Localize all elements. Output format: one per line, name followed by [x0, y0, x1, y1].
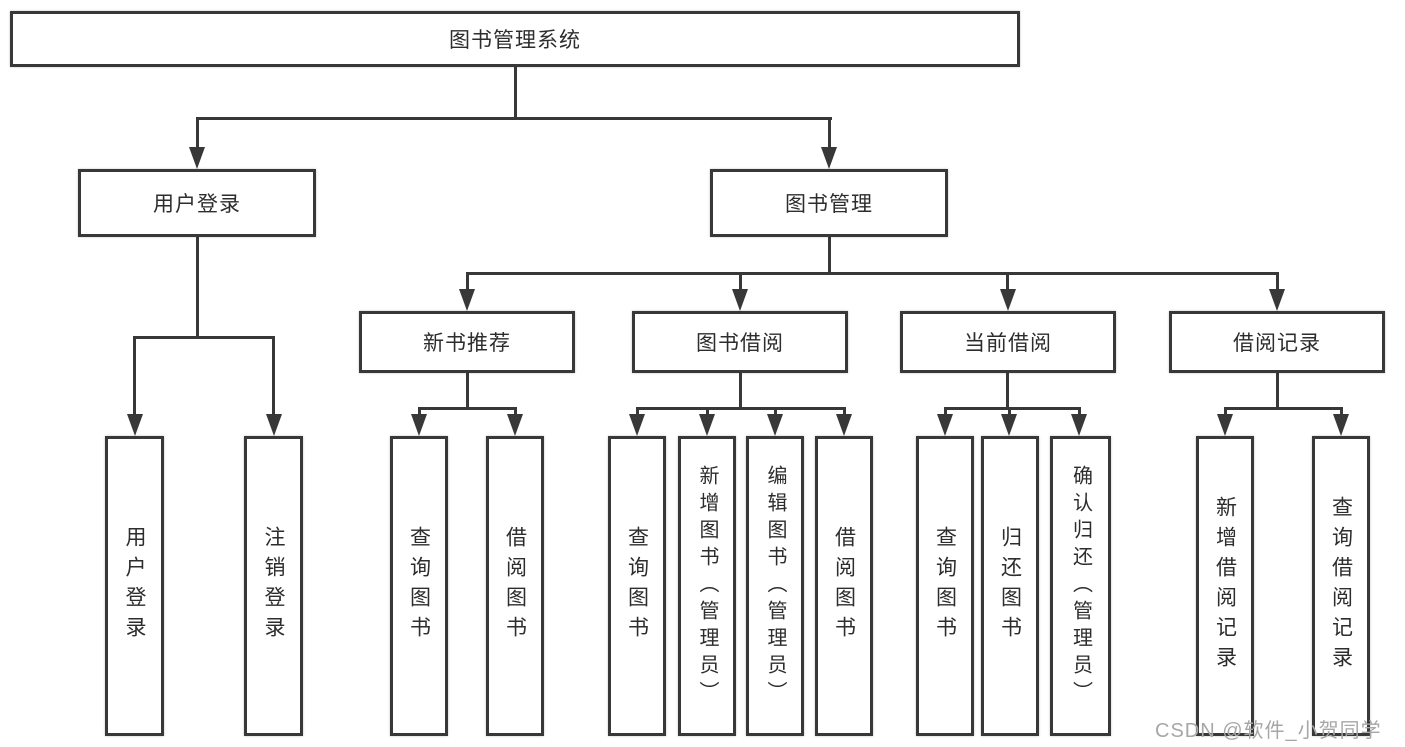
node-new-book-recommend-label: 新书推荐 — [423, 332, 511, 355]
connector-line — [514, 407, 517, 416]
connector-line — [418, 407, 517, 410]
connector-line — [828, 117, 831, 149]
arrow-down-icon — [699, 414, 715, 436]
leaf-add-borrow-record-label: 新增借阅记录 — [1213, 496, 1237, 676]
connector-line — [196, 117, 199, 149]
connector-line — [133, 336, 136, 416]
leaf-user-login: 用户登录 — [105, 436, 164, 736]
connector-line — [843, 407, 846, 416]
arrow-down-icon — [937, 414, 953, 436]
connector-line — [944, 407, 1081, 410]
connector-line — [774, 407, 777, 416]
leaf-user-login-label: 用户登录 — [123, 526, 146, 646]
leaf-logout: 注销登录 — [244, 436, 303, 736]
leaf-borrow-books-1: 借阅图书 — [486, 436, 544, 736]
arrow-down-icon — [732, 289, 748, 311]
arrow-down-icon — [266, 414, 282, 436]
leaf-return-books: 归还图书 — [981, 436, 1039, 736]
node-book-management: 图书管理 — [710, 169, 948, 237]
connector-line — [1008, 407, 1011, 416]
connector-line — [466, 373, 469, 407]
leaf-query-borrow-record-label: 查询借阅记录 — [1329, 496, 1353, 676]
node-root: 图书管理系统 — [10, 11, 1020, 67]
csdn-watermark: CSDN @软件_小贺同学 — [1155, 720, 1382, 742]
arrow-down-icon — [821, 147, 837, 169]
leaf-edit-books-admin-label: 编辑图书（管理员） — [764, 464, 786, 708]
leaf-query-books-3-label: 查询图书 — [933, 526, 957, 646]
connector-line — [739, 373, 742, 407]
arrow-down-icon — [767, 414, 783, 436]
connector-line — [196, 117, 832, 120]
node-book-management-label: 图书管理 — [785, 193, 873, 216]
arrow-down-icon — [1333, 414, 1349, 436]
arrow-down-icon — [189, 147, 205, 169]
leaf-logout-label: 注销登录 — [262, 526, 285, 646]
node-book-borrowing: 图书借阅 — [632, 311, 848, 373]
node-new-book-recommend: 新书推荐 — [359, 311, 575, 373]
arrow-down-icon — [836, 414, 852, 436]
arrow-down-icon — [1001, 414, 1017, 436]
connector-line — [1006, 272, 1009, 291]
connector-line — [133, 336, 275, 339]
connector-line — [1276, 272, 1279, 291]
connector-line — [514, 67, 517, 117]
node-user-login-label: 用户登录 — [153, 193, 241, 216]
arrow-down-icon — [411, 414, 427, 436]
connector-line — [1276, 373, 1279, 407]
leaf-borrow-books-2: 借阅图书 — [815, 436, 873, 736]
node-root-label: 图书管理系统 — [449, 29, 581, 52]
connector-line — [636, 407, 846, 410]
arrow-down-icon — [507, 414, 523, 436]
leaf-add-books-admin: 新增图书（管理员） — [678, 436, 736, 736]
leaf-query-books-2-label: 查询图书 — [625, 526, 649, 646]
leaf-edit-books-admin: 编辑图书（管理员） — [746, 436, 804, 736]
arrow-down-icon — [459, 289, 475, 311]
leaf-query-books-1-label: 查询图书 — [407, 526, 431, 646]
leaf-confirm-return-admin-label: 确认归还（管理员） — [1069, 464, 1092, 708]
arrow-down-icon — [1217, 414, 1233, 436]
leaf-borrow-books-2-label: 借阅图书 — [832, 526, 856, 646]
connector-line — [944, 407, 947, 416]
connector-line — [706, 407, 709, 416]
leaf-confirm-return-admin: 确认归还（管理员） — [1050, 436, 1111, 736]
connector-line — [828, 237, 831, 272]
connector-line — [466, 272, 1279, 275]
arrow-down-icon — [1000, 289, 1016, 311]
connector-line — [1340, 407, 1343, 416]
connector-line — [466, 272, 469, 291]
leaf-add-borrow-record: 新增借阅记录 — [1196, 436, 1254, 736]
node-borrowing-records: 借阅记录 — [1169, 311, 1385, 373]
connector-line — [1078, 407, 1081, 416]
node-book-borrowing-label: 图书借阅 — [696, 332, 784, 355]
arrow-down-icon — [127, 414, 143, 436]
arrow-down-icon — [1269, 289, 1285, 311]
connector-line — [272, 336, 275, 416]
connector-line — [1224, 407, 1227, 416]
node-borrowing-records-label: 借阅记录 — [1233, 332, 1321, 355]
leaf-add-books-admin-label: 新增图书（管理员） — [696, 464, 718, 708]
leaf-query-books-2: 查询图书 — [608, 436, 666, 736]
node-current-borrowing-label: 当前借阅 — [964, 332, 1052, 355]
arrow-down-icon — [1071, 414, 1087, 436]
leaf-query-borrow-record: 查询借阅记录 — [1312, 436, 1370, 736]
leaf-borrow-books-1-label: 借阅图书 — [503, 526, 527, 646]
node-current-borrowing: 当前借阅 — [900, 311, 1116, 373]
connector-line — [418, 407, 421, 416]
connector-line — [196, 237, 199, 339]
arrow-down-icon — [629, 414, 645, 436]
leaf-query-books-1: 查询图书 — [390, 436, 448, 736]
node-user-login: 用户登录 — [78, 169, 316, 237]
connector-line — [1224, 407, 1343, 410]
leaf-return-books-label: 归还图书 — [998, 526, 1022, 646]
connector-line — [739, 272, 742, 291]
connector-line — [636, 407, 639, 416]
connector-line — [1006, 373, 1009, 407]
leaf-query-books-3: 查询图书 — [916, 436, 974, 736]
